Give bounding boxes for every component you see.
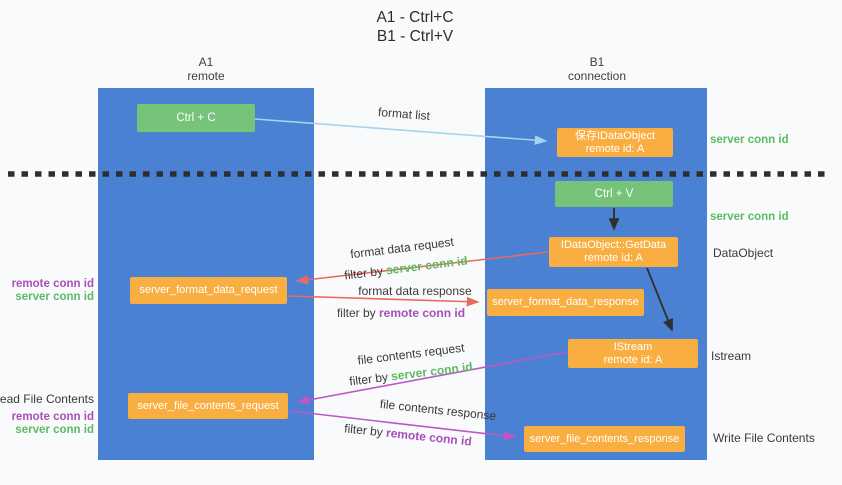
left-label-read-file-contents: Read File Contents [0, 392, 94, 406]
right-label-dataobject: DataObject [713, 246, 774, 260]
format-response-filter-term: remote conn id [379, 306, 466, 320]
left-label-format-remote-conn-id: remote conn id [11, 278, 94, 290]
format-data-response-label: format data response [358, 284, 472, 298]
ctrl-v-label: Ctrl + V [594, 187, 634, 200]
file-response-filter-label: filter by remote conn id [344, 421, 473, 448]
format-response-node: server_format_data_response [487, 289, 644, 316]
right-label-server-conn-id-mid: server conn id [710, 211, 789, 223]
diagram-title: A1 - Ctrl+C B1 - Ctrl+V [0, 8, 830, 46]
file-request-node: server_file_contents_request [128, 393, 288, 419]
format-response-label: server_format_data_response [492, 296, 639, 308]
getdata-line2: remote id: A [584, 252, 643, 264]
getdata-line1: IDataObject::GetData [560, 239, 667, 251]
lane-a-header: A1 remote [136, 55, 276, 83]
title-line-2: B1 - Ctrl+V [376, 28, 454, 45]
format-response-filter-prefix: filter by [336, 306, 376, 320]
lane-a-name: A1 [198, 55, 214, 69]
left-label-file-remote-conn-id: remote conn id [11, 411, 94, 423]
istream-line1: IStream [613, 340, 653, 353]
left-label-file-server-conn-id: server conn id [15, 424, 94, 436]
file-request-label: server_file_contents_request [137, 399, 279, 412]
format-request-label: server_format_data_request [139, 284, 278, 296]
lane-a-subtitle: remote [187, 69, 225, 83]
istream-line2: remote id: A [603, 353, 663, 366]
istream-node: IStream remote id: A [568, 339, 698, 368]
file-response-filter-prefix: filter by [343, 421, 384, 440]
file-response-filter-term: remote conn id [385, 425, 473, 449]
file-response-node: server_file_contents_response [524, 426, 685, 452]
file-request-filter-term: server conn id [390, 359, 474, 384]
save-idataobject-line2: remote id: A [585, 142, 645, 155]
right-label-istream: Istream [711, 349, 752, 363]
lane-b-header: B1 connection [527, 55, 667, 83]
format-response-filter-label: filter by remote conn id [337, 306, 465, 320]
file-request-filter-prefix: filter by [348, 369, 389, 389]
file-contents-response-label: file contents response [379, 396, 497, 424]
ctrl-v-node: Ctrl + V [555, 181, 673, 207]
right-label-server-conn-id-top: server conn id [710, 134, 789, 146]
file-response-label: server_file_contents_response [529, 432, 680, 445]
getdata-node: IDataObject::GetData remote id: A [549, 237, 678, 267]
title-line-1: A1 - Ctrl+C [376, 9, 454, 26]
format-request-node: server_format_data_request [130, 277, 287, 304]
right-label-write-file-contents: Write File Contents [713, 431, 815, 445]
format-list-label: format list [377, 104, 431, 124]
format-request-filter-prefix: filter by [343, 263, 384, 283]
lane-b-subtitle: connection [567, 69, 627, 83]
format-request-filter-term: server conn id [385, 253, 469, 278]
save-idataobject-line1: 保存IDataObject [574, 129, 656, 142]
left-label-format-server-conn-id: server conn id [15, 291, 94, 303]
lane-b-name: B1 [589, 55, 605, 69]
ctrl-c-node: Ctrl + C [137, 104, 255, 132]
save-idataobject-node: 保存IDataObject remote id: A [557, 128, 673, 157]
ctrl-c-label: Ctrl + C [176, 111, 216, 124]
